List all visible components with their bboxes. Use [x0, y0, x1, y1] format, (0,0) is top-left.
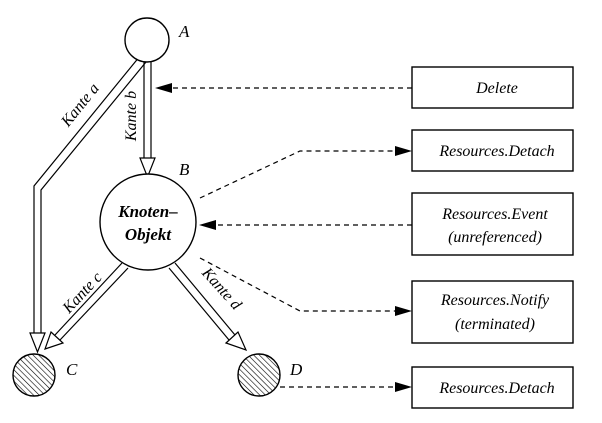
edge-a: [29, 55, 147, 354]
box-notify: Resources.Notify (terminated): [411, 280, 574, 344]
node-c: [12, 353, 56, 397]
box-delete: Delete: [411, 66, 574, 109]
box-detach-top: Resources.Detach: [411, 129, 574, 172]
edge-c: [44, 262, 129, 350]
node-c-label: C: [66, 360, 78, 379]
box-detach-bottom-label: Resources.Detach: [438, 380, 554, 397]
node-a: [124, 17, 170, 63]
connector-delete: [155, 83, 412, 93]
box-event-label-line1: Resources.Event: [441, 206, 548, 223]
edge-b: [139, 62, 156, 179]
node-b-label: B: [179, 160, 190, 179]
edge-c-label: Kante c: [59, 269, 106, 317]
connector-detach-bottom: [280, 382, 412, 392]
connector-notify: [199, 257, 412, 316]
box-detach-bottom: Resources.Detach: [411, 366, 574, 409]
connector-detach-top: [199, 146, 412, 199]
edge-d: [168, 262, 248, 352]
box-notify-label-line2: (terminated): [455, 316, 535, 333]
object-label-line1: Knoten–: [117, 202, 178, 221]
connector-event: [199, 220, 412, 230]
node-b-object: [99, 173, 197, 271]
node-d: [237, 353, 281, 397]
edge-d-label: Kante d: [198, 264, 246, 314]
box-notify-label-line1: Resources.Notify: [440, 292, 550, 309]
object-label-line2: Objekt: [125, 225, 173, 244]
box-detach-top-label: Resources.Detach: [438, 143, 554, 160]
edge-b-label: Kante b: [123, 91, 140, 142]
node-a-label: A: [178, 22, 190, 41]
box-event-label-line2: (unreferenced): [448, 229, 542, 246]
box-delete-label: Delete: [475, 80, 518, 97]
node-d-label: D: [289, 360, 303, 379]
box-event: Resources.Event (unreferenced): [411, 192, 574, 256]
